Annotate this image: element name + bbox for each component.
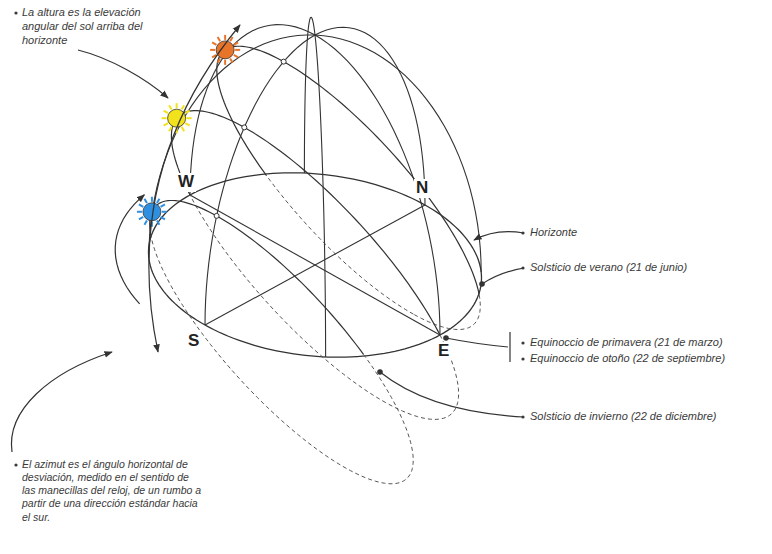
callout-label: Solsticio de invierno (22 de diciembre) (530, 410, 716, 424)
sun-path-below (151, 235, 413, 483)
sun-ray (161, 217, 165, 220)
callout-label: Equinoccio de primavera (21 de marzo) (530, 336, 723, 350)
altitude-arc (149, 25, 240, 352)
noon-point (281, 59, 286, 64)
note-text: La altura es la elevación angular del so… (22, 6, 177, 47)
bullet (521, 341, 524, 344)
summer-leader (482, 268, 524, 284)
sun-ray (157, 220, 160, 224)
leader-lines (11, 25, 524, 452)
equinox-bracket (509, 332, 510, 362)
noon-point (214, 213, 219, 218)
sun-ray (164, 123, 168, 126)
sky-dome (115, 17, 481, 483)
bullet (14, 463, 17, 466)
sun-path-below (267, 176, 481, 330)
sun-ray (151, 197, 153, 202)
sun-ray (235, 49, 240, 51)
sun-ray (137, 211, 142, 213)
callout-label: Solsticio de verano (21 de junio) (530, 261, 687, 275)
sun-ray (169, 127, 172, 131)
note-text: El azimut es el ángulo horizontal de des… (22, 458, 204, 524)
compass-axis (190, 195, 440, 335)
sun-path (171, 111, 440, 335)
sun-ray (234, 55, 238, 58)
azimuth-arc (115, 195, 144, 304)
sun-ray (187, 117, 192, 119)
altitude-leader (78, 50, 168, 98)
callout-label: Equinoccio de otoño (22 de septiembre) (530, 352, 725, 366)
sun-ray (182, 127, 185, 131)
callout-label: Horizonte (530, 226, 577, 240)
sun-ray (185, 111, 189, 114)
sun-symbol (210, 35, 240, 65)
horizon-ellipse (149, 173, 482, 357)
sun-path (150, 200, 364, 354)
leader-dot (378, 370, 382, 374)
noon-point (242, 125, 247, 130)
sun-ray (162, 117, 167, 119)
sun-ray (161, 204, 165, 207)
equinox-leader (446, 338, 508, 347)
sun-path (217, 46, 479, 294)
sun-disc (168, 109, 186, 127)
sun-ray (139, 204, 143, 207)
sun-ray (218, 37, 221, 41)
compass-letter: W (176, 173, 196, 192)
azimuth-leader (11, 352, 112, 452)
vertical-circle (205, 27, 425, 325)
bullet (521, 357, 524, 360)
leader-dot (444, 336, 448, 340)
sun-ray (234, 42, 238, 45)
compass-letter: E (436, 342, 451, 361)
sun-ray (169, 105, 172, 109)
horizon-leader (474, 232, 524, 240)
sun-ray (144, 220, 147, 224)
compass-letter: N (414, 179, 430, 198)
winter-leader (380, 372, 524, 417)
bullet (521, 231, 524, 234)
sun-ray (162, 211, 167, 213)
leader-dot (480, 282, 484, 286)
vertical-circle (149, 35, 481, 272)
bullet (521, 266, 524, 269)
sun-ray (224, 35, 226, 40)
sun-ray (182, 105, 185, 109)
bullet-dots (14, 11, 524, 466)
sun-ray (218, 59, 221, 63)
sun-ray (185, 123, 189, 126)
sun-ray (164, 111, 168, 114)
sun-ray (224, 60, 226, 65)
compass-letter: S (186, 332, 201, 351)
sun-ray (230, 59, 233, 63)
bullet (521, 415, 524, 418)
sun-ray (157, 199, 160, 203)
sun-ray (139, 217, 143, 220)
compass-axis (205, 205, 425, 325)
sun-ray (176, 103, 178, 108)
sun-ray (144, 199, 147, 203)
sun-ray (210, 49, 215, 51)
sun-ray (212, 42, 216, 45)
bullet (14, 11, 17, 14)
